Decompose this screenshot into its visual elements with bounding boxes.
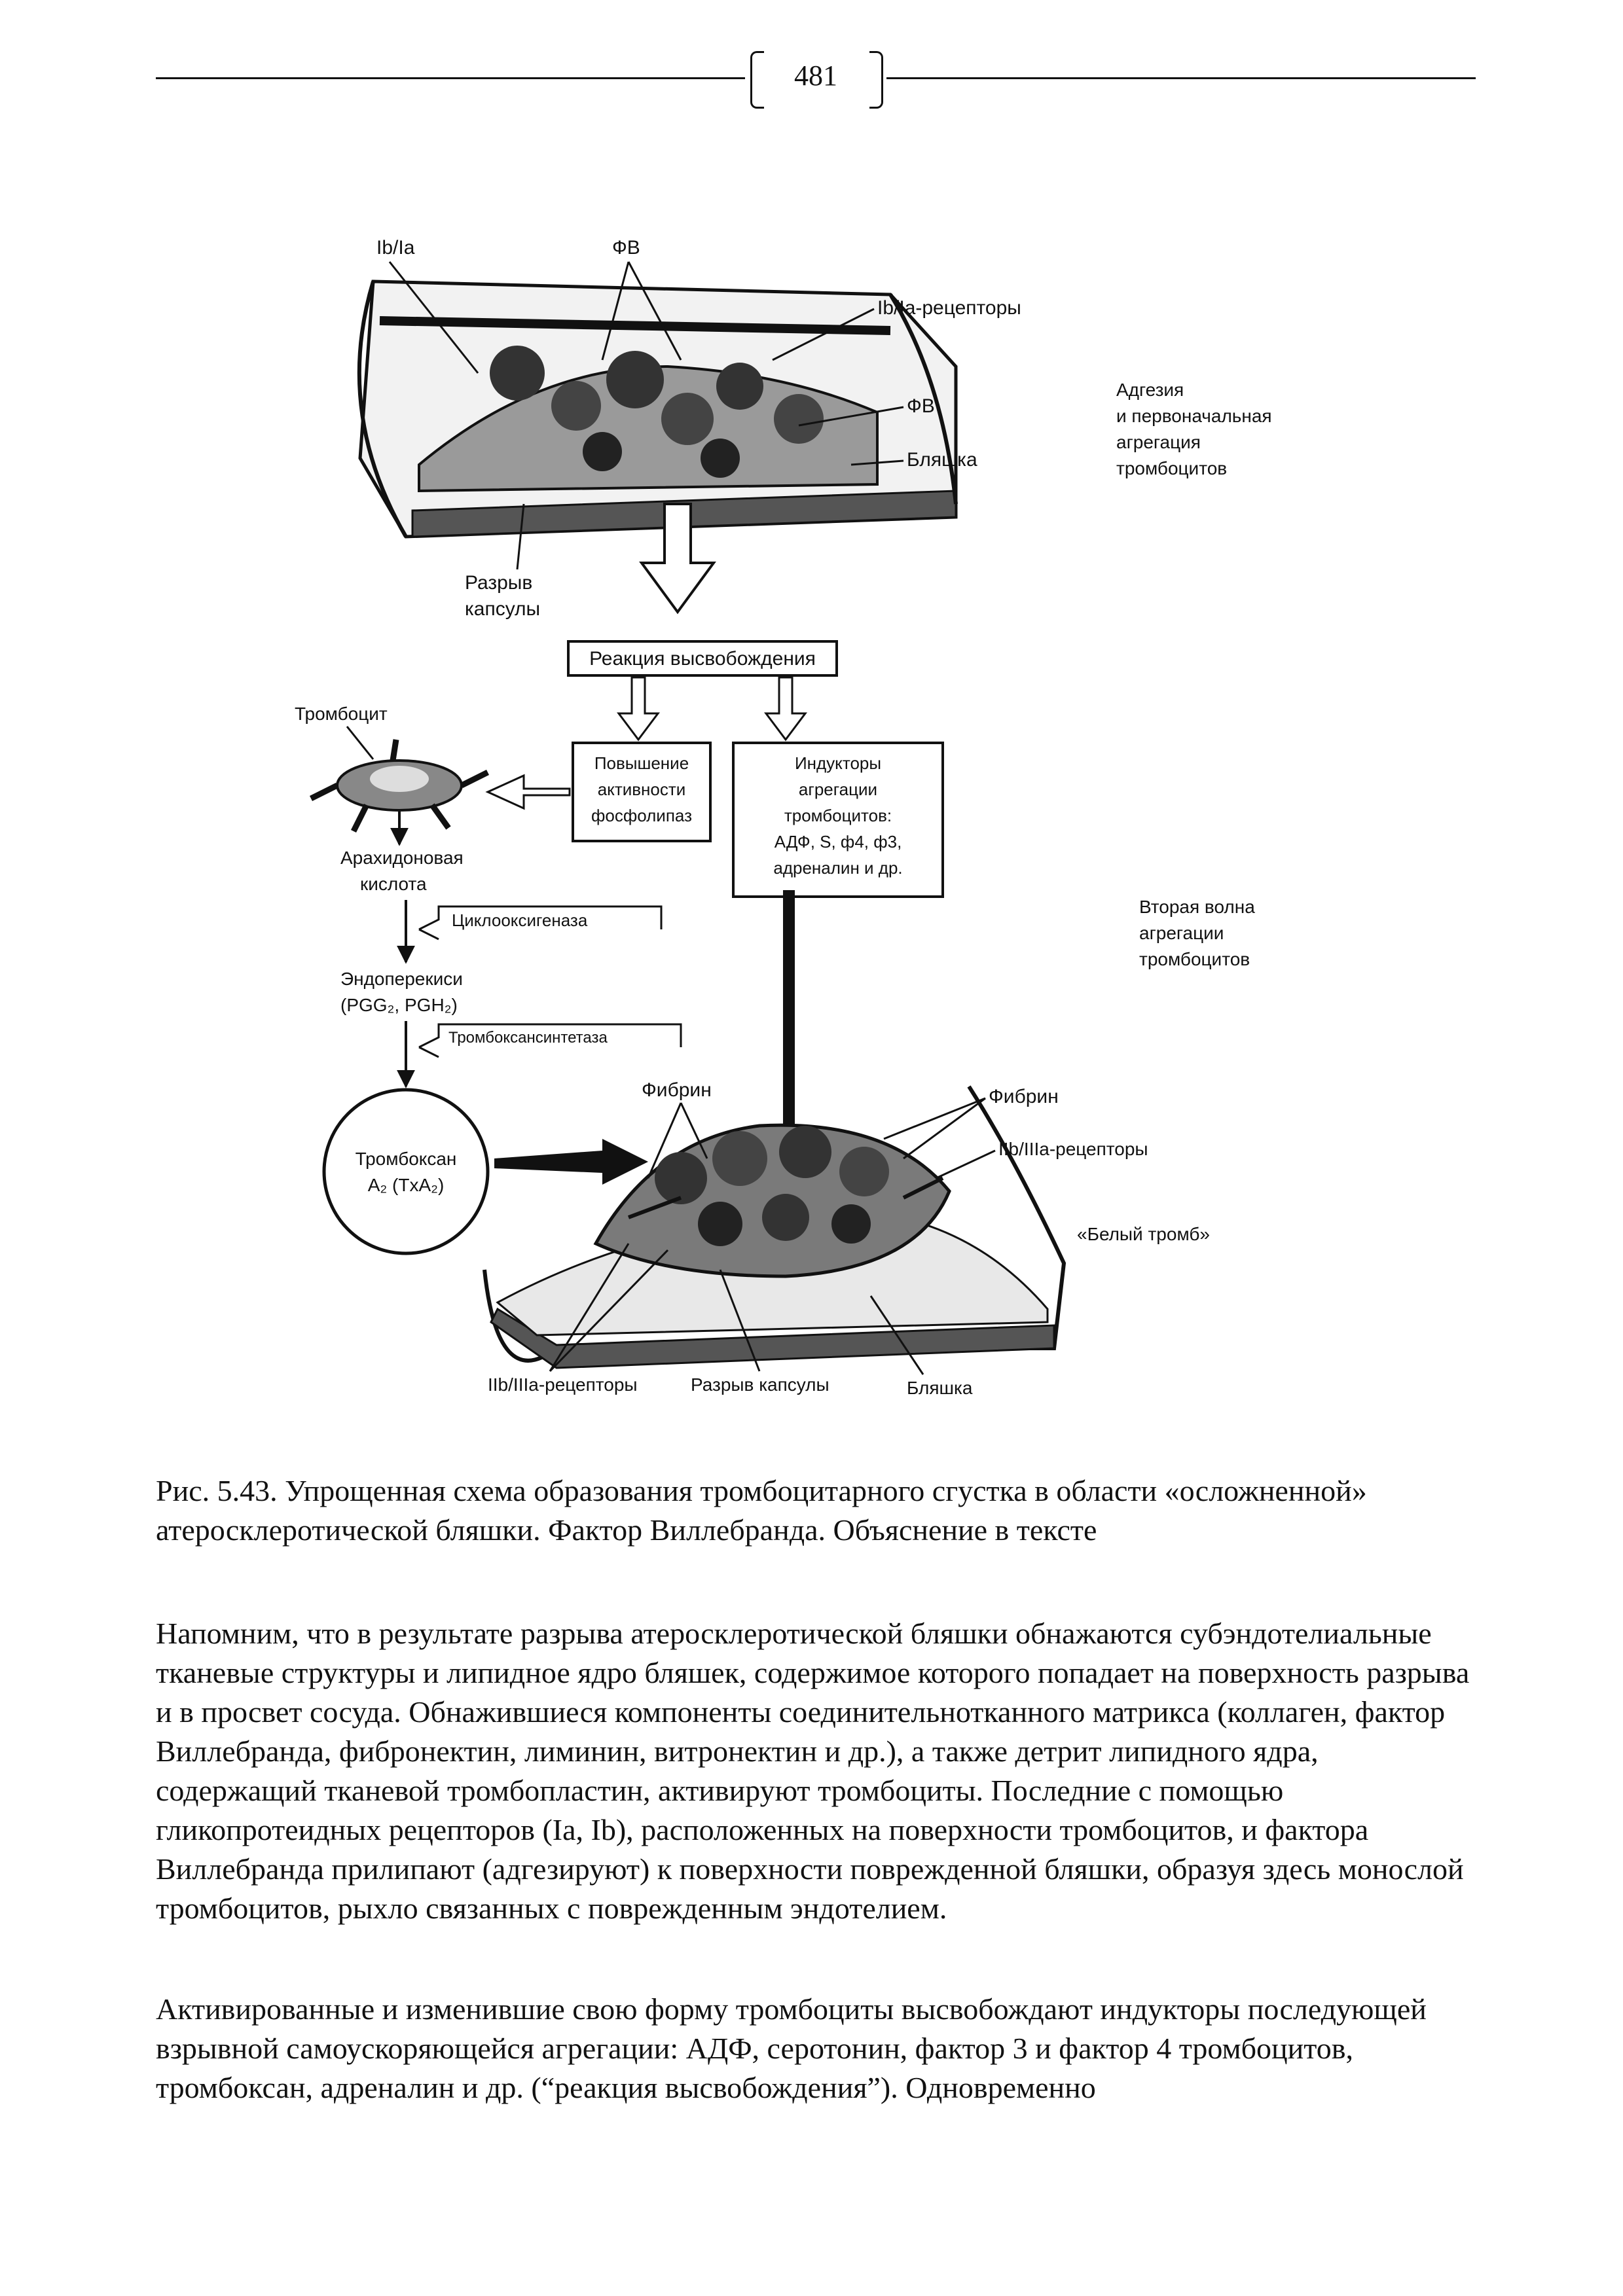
- label-inducers-4: АДФ, S, ф4, ф3,: [775, 832, 902, 852]
- platelet-illustration: Тромбоцит: [295, 704, 490, 846]
- label-endoperoxides-1: Эндоперекиси: [340, 969, 463, 989]
- label-arachidonic-1: Арахидоновая: [340, 848, 464, 868]
- label-second-wave-1: Вторая волна: [1139, 897, 1255, 917]
- label-phospholipase-1: Повышение: [594, 753, 689, 773]
- paragraph-2-text: Активированные и изменившие свою форму т…: [156, 1992, 1427, 2104]
- page-number: 481: [794, 60, 837, 92]
- arrow-thromboxane-to-thrombus: [494, 1139, 648, 1185]
- label-phospholipase-3: фосфолипаз: [591, 806, 692, 825]
- page-header: 481: [156, 51, 1476, 109]
- second-wave-label: Вторая волна агрегации тромбоцитов: [1139, 897, 1255, 969]
- label-release-reaction: Реакция высвобождения: [589, 648, 816, 670]
- paragraph-1-text: Напомним, что в результате разрыва атеро…: [156, 1617, 1470, 1925]
- label-fibrin-right: Фибрин: [989, 1086, 1059, 1107]
- inducers-box: Индукторы агрегации тромбоцитов: АДФ, S,…: [732, 742, 944, 898]
- arrow-to-release: [639, 503, 716, 615]
- arrow-to-phospholipase: [617, 676, 660, 742]
- label-thromboxane-synthase: Тромбоксансинтетаза: [448, 1029, 608, 1047]
- label-fibrin-left: Фибрин: [642, 1079, 712, 1101]
- label-plaque-bottom: Бляшка: [907, 1378, 973, 1398]
- label-iib-iiia-right: IIb/IIIa-рецепторы: [998, 1139, 1148, 1159]
- label-endoperoxides-2: (PGG₂, PGH₂): [340, 995, 458, 1015]
- label-phospholipase-2: активности: [598, 780, 686, 799]
- paragraph-2: Активированные и изменившие свою форму т…: [156, 1990, 1476, 2108]
- header-bracket-right: [869, 51, 883, 109]
- label-inducers-1: Индукторы: [795, 753, 881, 773]
- figure-caption: Рис. 5.43. Упрощенная схема образования …: [156, 1474, 1367, 1547]
- label-adhesion-3: агрегация: [1116, 432, 1201, 452]
- diagram-svg: Ib/Ia ФВ Ib/Ia-рецепторы ФВ Бляшка Адгез…: [295, 237, 1272, 1398]
- arrow-to-platelet: [485, 774, 571, 810]
- label-inducers-2: агрегации: [799, 780, 877, 799]
- paragraph-1: Напомним, что в результате разрыва атеро…: [156, 1614, 1476, 1928]
- figure-thrombus-diagram: Ib/Ia ФВ Ib/Ia-рецепторы ФВ Бляшка Адгез…: [262, 196, 1336, 1446]
- thromboxane-circle: Тромбоксан A₂ (TxA₂): [322, 1088, 490, 1255]
- label-thromboxane-1: Тромбоксан: [356, 1149, 457, 1169]
- phospholipase-box: Повышение активности фосфолипаз: [572, 742, 712, 842]
- label-ib-ia-receptors: Ib/Ia-рецепторы: [877, 297, 1021, 319]
- label-second-wave-3: тромбоцитов: [1139, 949, 1250, 969]
- label-ib-ia: Ib/Ia: [376, 237, 415, 259]
- arrow-to-inducers: [764, 676, 807, 742]
- cascade-labels: Арахидоновая кислота Циклооксигеназа Энд…: [340, 848, 682, 1088]
- label-platelet: Тромбоцит: [295, 704, 388, 724]
- label-capsule-rupture-2: капсулы: [465, 598, 540, 620]
- release-reaction-box: Реакция высвобождения: [567, 640, 838, 677]
- label-thromboxane-2: A₂ (TxA₂): [368, 1175, 445, 1195]
- label-capsule-rupture-bottom: Разрыв капсулы: [691, 1374, 830, 1395]
- label-white-thrombus: «Белый тромб»: [1077, 1224, 1210, 1244]
- header-rule-right: [886, 77, 1476, 79]
- header-bracket-left: [750, 51, 764, 109]
- label-adhesion-2: и первоначальная: [1116, 406, 1272, 426]
- label-fv-top: ФВ: [612, 237, 640, 259]
- label-fv-right: ФВ: [907, 395, 935, 417]
- label-arachidonic-2: кислота: [360, 874, 427, 894]
- label-inducers-5: адреналин и др.: [773, 858, 902, 878]
- header-rule-left: [156, 77, 745, 79]
- label-cyclooxygenase: Циклооксигеназа: [452, 910, 588, 930]
- lower-vessel-illustration: [483, 1085, 1067, 1369]
- label-adhesion-4: тромбоцитов: [1116, 458, 1227, 478]
- label-second-wave-2: агрегации: [1139, 923, 1224, 943]
- label-adhesion-1: Адгезия: [1116, 380, 1184, 400]
- label-inducers-3: тромбоцитов:: [784, 806, 892, 825]
- upper-labels: Ib/Ia ФВ Ib/Ia-рецепторы ФВ Бляшка Адгез…: [376, 237, 1272, 620]
- label-capsule-rupture-1: Разрыв: [465, 572, 532, 594]
- label-iib-iiia-bottom: IIb/IIIa-рецепторы: [488, 1374, 638, 1395]
- label-plaque-top: Бляшка: [907, 449, 977, 471]
- lower-labels: Фибрин Фибрин IIb/IIIa-рецепторы «Белый …: [488, 1079, 1210, 1398]
- upper-vessel-illustration: [357, 279, 958, 539]
